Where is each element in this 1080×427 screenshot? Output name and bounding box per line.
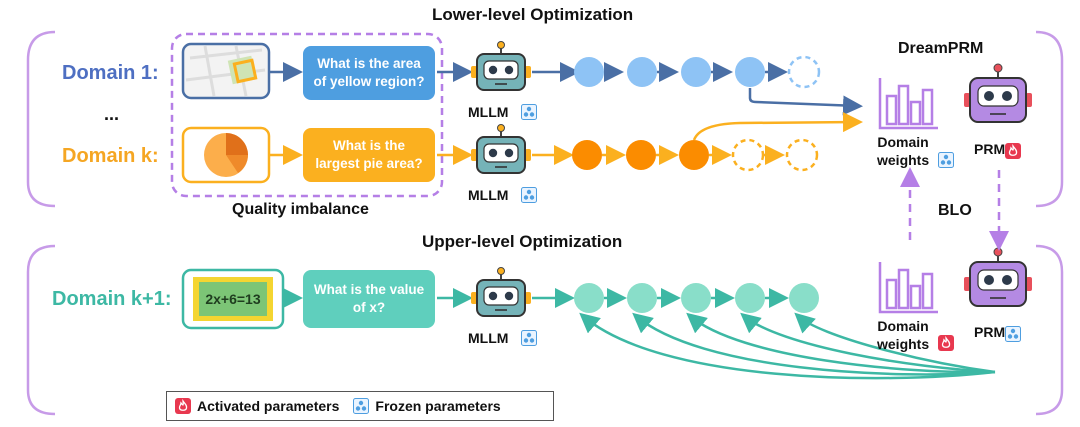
quality-imbalance-label: Quality imbalance bbox=[232, 201, 369, 218]
domain-weights-line: Domain bbox=[877, 134, 929, 150]
domain-weights-line: Domain bbox=[877, 318, 929, 334]
question-line: of yellow region? bbox=[313, 74, 425, 89]
legend: Activated parameters Frozen parameters bbox=[166, 391, 554, 421]
mllm-label: MLLM bbox=[468, 104, 509, 120]
frozen-snowflake-icon bbox=[521, 104, 537, 120]
dreamprm-title: DreamPRM bbox=[898, 40, 984, 57]
mllm-label: MLLM bbox=[468, 187, 509, 203]
domain-weights-chart-icon bbox=[878, 78, 938, 130]
question-line: largest pie area? bbox=[315, 156, 423, 171]
question-line: What is the bbox=[332, 137, 405, 153]
legend-activated-text: Activated parameters bbox=[197, 398, 340, 414]
domain-k-label: Domain k: bbox=[62, 145, 159, 167]
legend-frozen-text: Frozen parameters bbox=[375, 398, 501, 414]
question-box-domain-1: What is the area of yellow region? bbox=[303, 46, 435, 100]
question-line: of x? bbox=[352, 300, 386, 315]
frozen-snowflake-icon bbox=[1005, 326, 1021, 342]
activated-fire-icon bbox=[175, 398, 191, 414]
domain-weights-line: weights bbox=[877, 151, 930, 168]
mllm-robot-icon bbox=[471, 267, 531, 317]
reasoning-chain-teal bbox=[532, 283, 996, 380]
frozen-snowflake-icon bbox=[938, 152, 954, 168]
mllm-robot-icon bbox=[471, 124, 531, 174]
question-box-domain-k: What is the largest pie area? bbox=[303, 128, 435, 182]
blo-label: BLO bbox=[938, 202, 972, 219]
prm-label: PRM bbox=[974, 324, 1006, 340]
domain-k1-label: Domain k+1: bbox=[52, 288, 172, 310]
upper-level-title: Upper-level Optimization bbox=[422, 232, 623, 251]
domain-ellipsis: ... bbox=[104, 104, 120, 124]
question-line: What is the value bbox=[313, 281, 425, 297]
map-image bbox=[181, 42, 271, 100]
quality-imbalance-box bbox=[170, 32, 444, 198]
prm-label: PRM bbox=[974, 141, 1006, 157]
activated-fire-icon bbox=[1005, 143, 1021, 159]
domain-1-label: Domain 1: bbox=[62, 62, 159, 84]
lower-section-bracket bbox=[26, 30, 1064, 208]
reasoning-chain-orange bbox=[532, 112, 863, 172]
mllm-label: MLLM bbox=[468, 330, 509, 346]
equation-image: 2x+6=13 bbox=[181, 268, 285, 330]
question-line: What is the area bbox=[317, 55, 421, 71]
domain-weights-label: Domain weights bbox=[877, 318, 929, 353]
reasoning-chain-blue bbox=[532, 55, 863, 116]
activated-fire-icon bbox=[938, 335, 954, 351]
frozen-snowflake-icon bbox=[521, 187, 537, 203]
prm-robot-icon bbox=[964, 247, 1032, 307]
frozen-snowflake-icon bbox=[521, 330, 537, 346]
domain-weights-chart-icon bbox=[878, 262, 938, 314]
upper-section-bracket bbox=[26, 244, 1064, 416]
equation-text: 2x+6=13 bbox=[205, 291, 260, 307]
question-box-domain-k1: What is the value of x? bbox=[303, 270, 435, 328]
pie-chart-image bbox=[181, 126, 271, 184]
prm-robot-icon bbox=[964, 63, 1032, 123]
domain-weights-label: Domain weights bbox=[877, 134, 929, 169]
domain-weights-line: weights bbox=[877, 335, 930, 352]
frozen-snowflake-icon bbox=[353, 398, 370, 414]
lower-level-title: Lower-level Optimization bbox=[432, 5, 634, 24]
mllm-robot-icon bbox=[471, 41, 531, 91]
